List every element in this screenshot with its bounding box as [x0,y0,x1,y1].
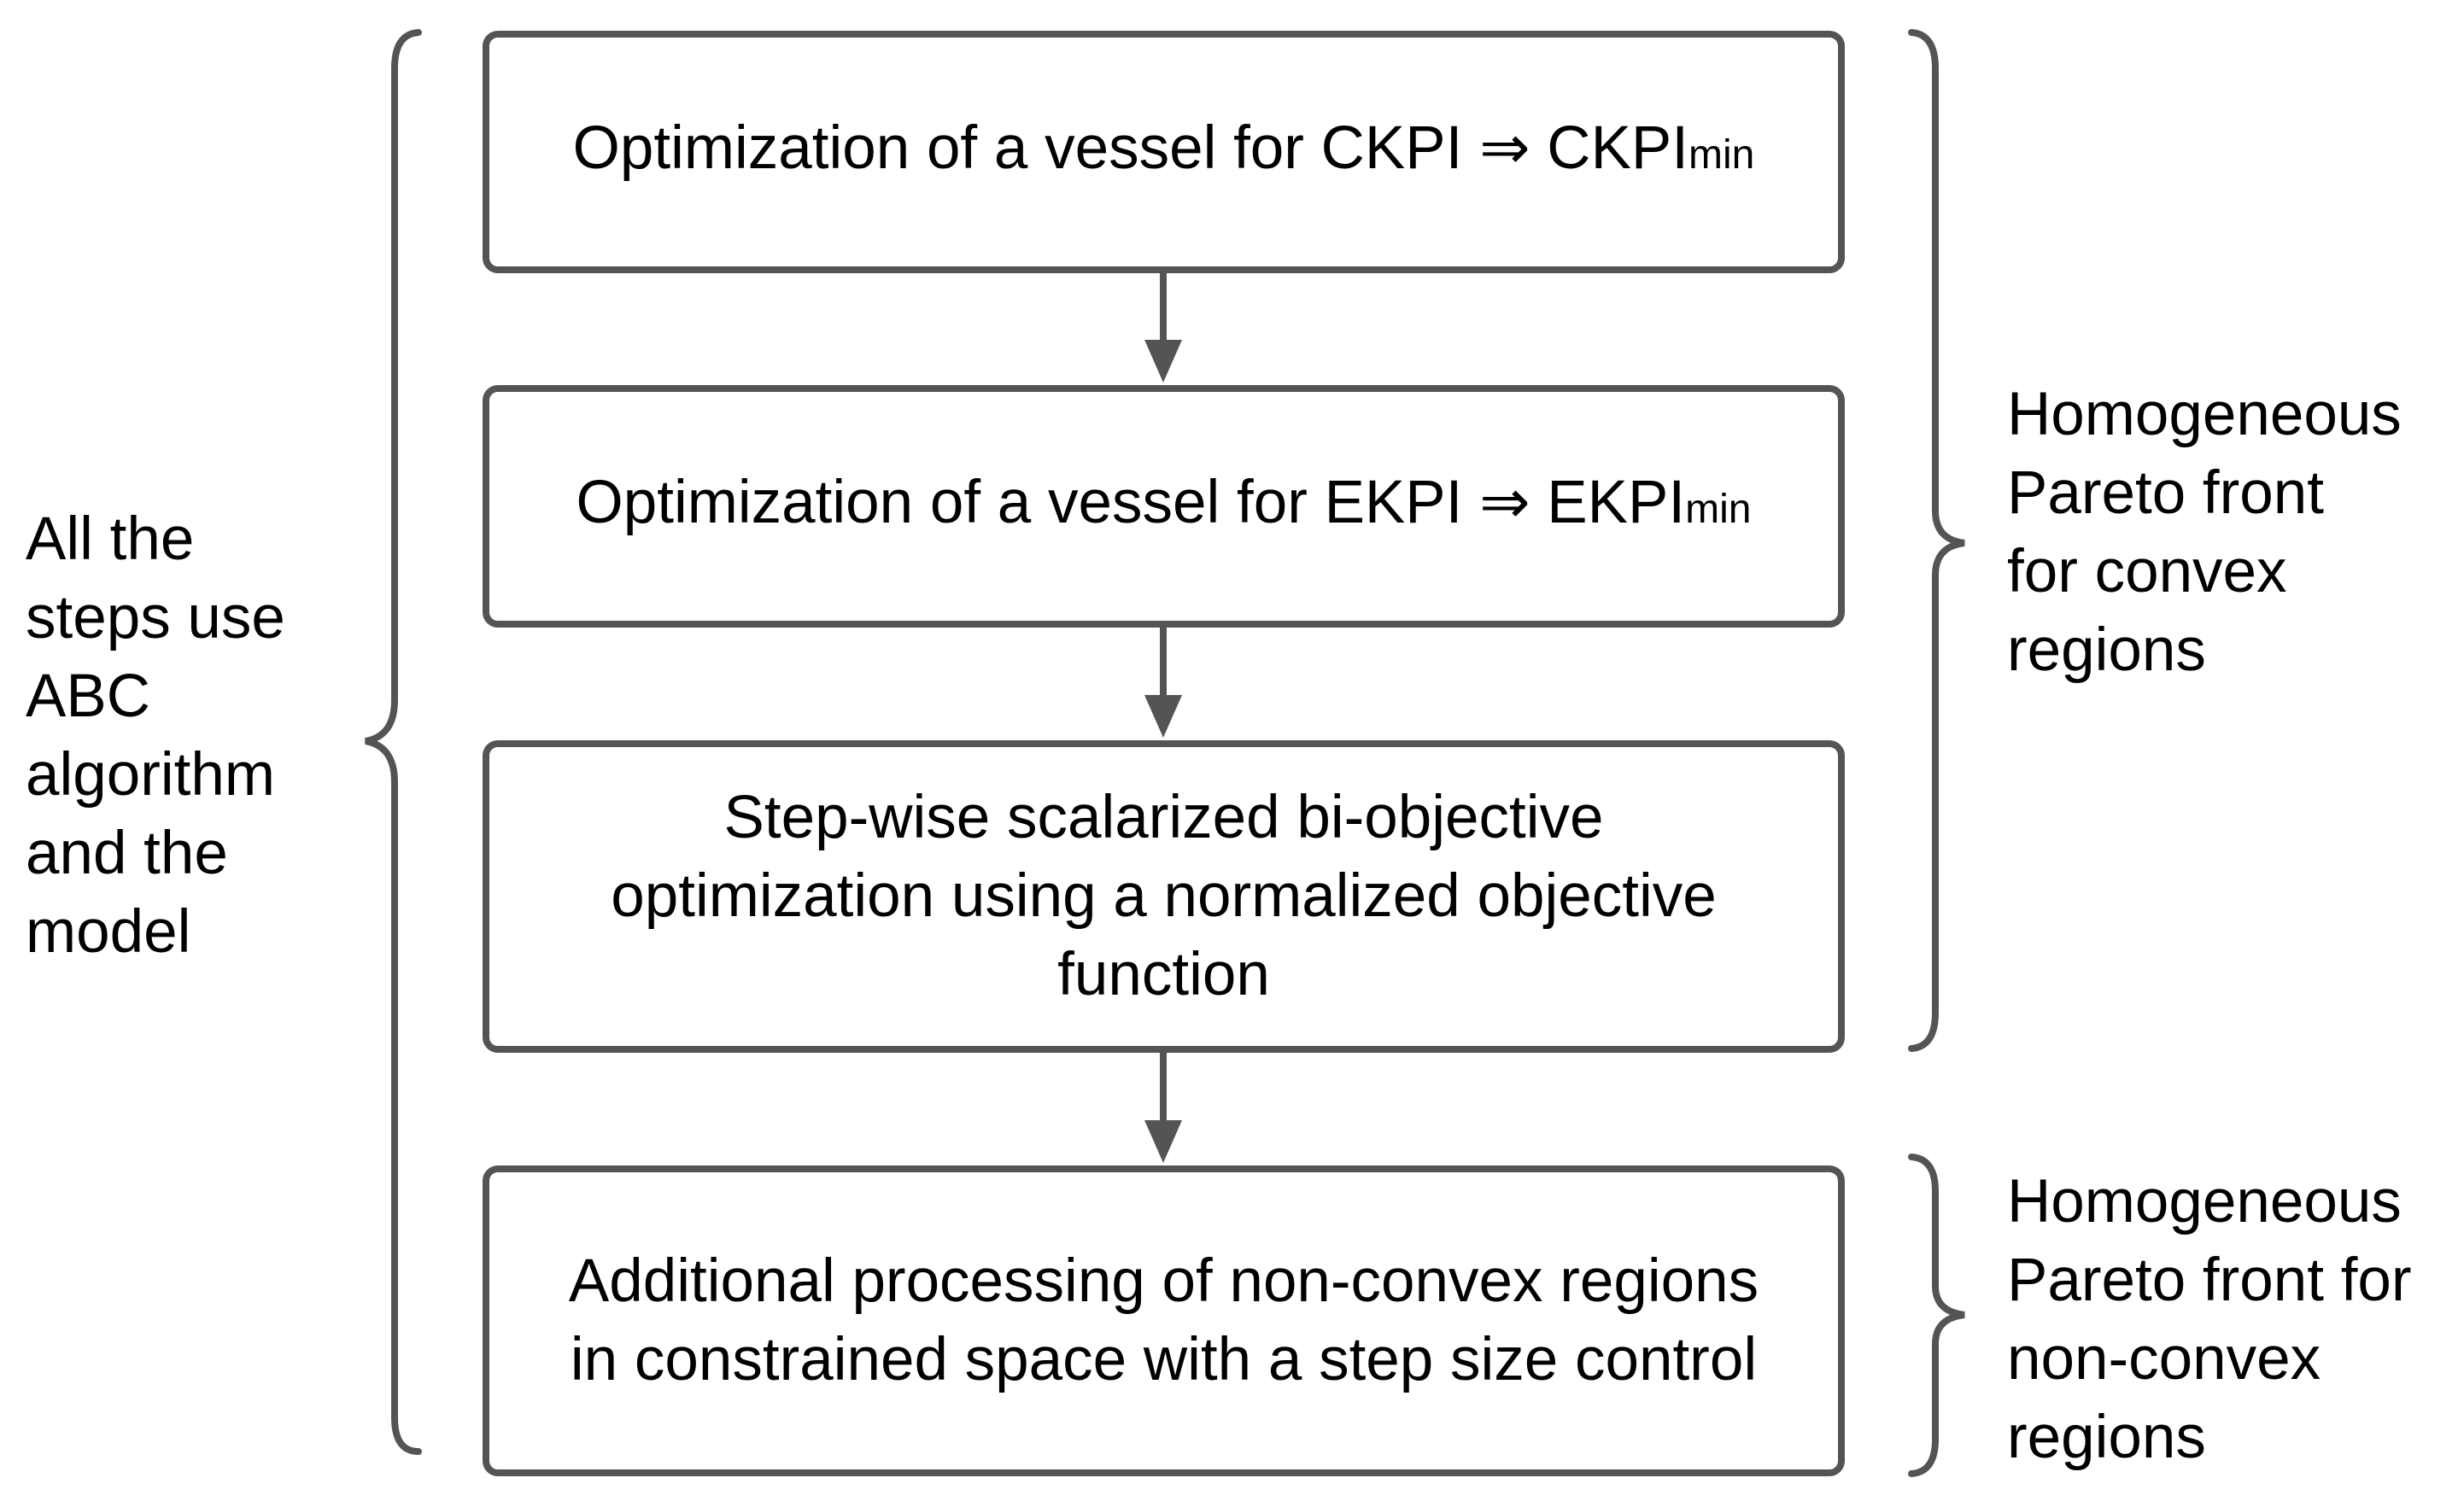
step-box-scalarized-text: Step-wise scalarized bi-objective optimi… [611,784,1717,1008]
step-box-nonconvex: Additional processing of non-convex regi… [483,1165,1845,1476]
arrow-3-to-4 [1144,1050,1182,1163]
step-box-ekpi-text: Optimization of a vessel for EKPI ⇒ EKPI… [576,469,1752,536]
right-label-nonconvex: Homogeneous Pareto front for non-convex … [2007,1168,2412,1471]
right-label-convex: Homogeneous Pareto front for convex regi… [2007,381,2402,684]
step-box-ckpi: Optimization of a vessel for CKPI ⇒ CKPI… [483,31,1845,273]
left-brace [365,29,422,1455]
arrow-1-to-2 [1144,272,1182,383]
left-label: All the steps use ABC algorithm and the … [26,505,285,966]
step-box-scalarized: Step-wise scalarized bi-objective optimi… [483,740,1845,1053]
right-brace-convex [1908,29,1965,1052]
step-box-ekpi: Optimization of a vessel for EKPI ⇒ EKPI… [483,385,1845,628]
right-brace-nonconvex [1908,1154,1965,1477]
step-box-nonconvex-text: Additional processing of non-convex regi… [568,1247,1759,1393]
arrow-2-to-3 [1144,625,1182,738]
step-box-ckpi-text: Optimization of a vessel for CKPI ⇒ CKPI… [572,114,1755,182]
